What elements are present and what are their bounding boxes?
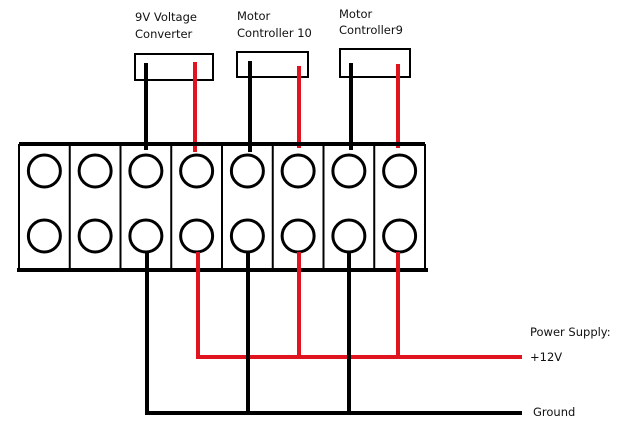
screw-terminal: [280, 153, 316, 189]
screw-terminal: [26, 153, 62, 189]
positive-bus-wire: [196, 252, 522, 359]
screw-terminal: [382, 218, 418, 254]
label-line: 9V Voltage: [135, 10, 197, 24]
positive-label: +12V: [530, 350, 562, 364]
device-label-motor-controller-9: Motor Controller9: [339, 7, 403, 37]
device-label-voltage-converter: 9V Voltage Converter: [135, 10, 197, 41]
screw-terminal: [179, 218, 215, 254]
label-line: Converter: [135, 27, 193, 41]
label-line: Motor: [237, 9, 271, 23]
screw-terminal: [382, 153, 418, 189]
motor-controller-10-box: [236, 51, 309, 78]
screw-terminal: [229, 218, 265, 254]
screw-terminal: [229, 153, 265, 189]
terminal-block: [17, 142, 428, 272]
voltage-converter-box: [134, 53, 214, 81]
device-label-motor-controller-10: Motor Controller 10: [237, 9, 312, 40]
screw-terminal: [331, 218, 367, 254]
label-line: Controller 10: [237, 26, 312, 40]
ground-bus-wire: [145, 252, 522, 415]
screw-terminal: [331, 153, 367, 189]
label-line: Motor: [339, 7, 373, 21]
screw-terminal: [77, 218, 113, 254]
screw-terminal: [77, 153, 113, 189]
screw-terminal: [128, 218, 164, 254]
screw-terminal: [280, 218, 316, 254]
label-line: Controller9: [339, 23, 403, 37]
screw-terminal: [128, 153, 164, 189]
screw-terminal: [179, 153, 215, 189]
power-supply-label: Power Supply:: [530, 325, 611, 339]
ground-label: Ground: [533, 405, 575, 419]
motor-controller-9-box: [339, 48, 411, 78]
screw-terminal: [26, 218, 62, 254]
